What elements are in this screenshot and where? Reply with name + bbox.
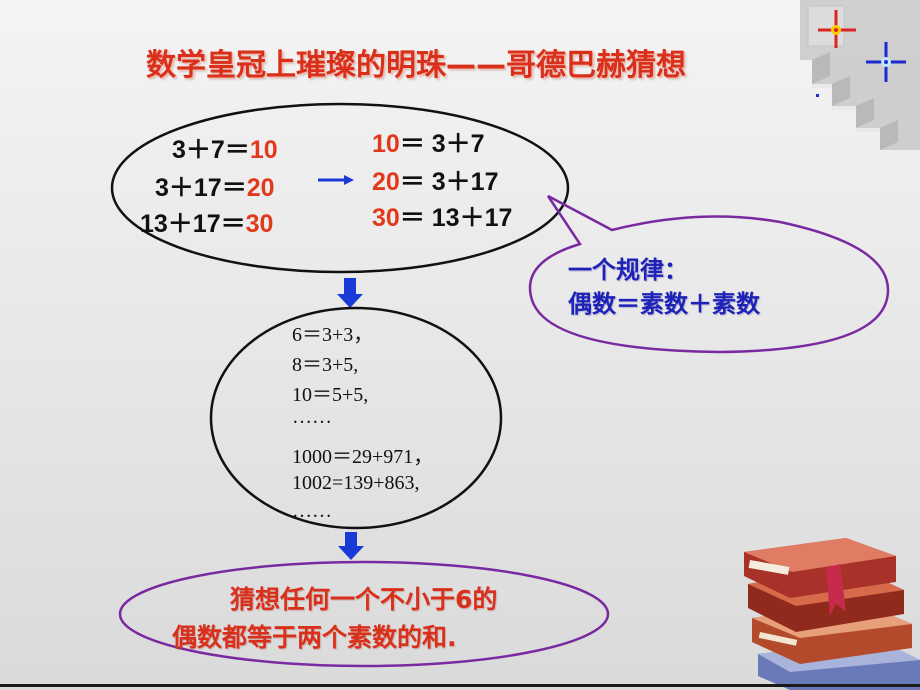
example-left-lhs: 3＋7＝ [172,136,250,164]
example-right-rhs: ＝ 13＋17 [399,204,513,232]
more-example-line: 1000＝29+971， [292,446,434,468]
more-example-line: 1002=139+863, [292,472,420,494]
bottom-border [0,684,920,687]
book-stack-icon [744,538,920,690]
example-right-rhs: ＝ 3＋7 [399,130,485,158]
example-right-row: 30＝ 13＋17 [372,198,512,234]
example-left-row: 13＋17＝30 [140,204,273,240]
example-right-row: 10＝ 3＋7 [372,124,485,160]
sparkle-dot [816,94,819,97]
staircase-decoration [800,0,920,150]
example-right-even: 10 [372,130,400,158]
example-left-result: 20 [246,174,275,202]
example-right-row: 20＝ 3＋17 [372,162,498,198]
arrow-down-icon [338,532,364,560]
more-example-line: 8＝3+5, [292,354,359,376]
example-right-even: 30 [372,204,400,232]
rule-statement: 偶数＝素数＋素数 [568,290,760,318]
example-left-result: 30 [245,210,274,238]
examples-oval [110,102,570,274]
sparkle-icon [866,42,906,82]
example-left-lhs: 13＋17＝ [140,210,246,238]
sparkle-icon [818,10,856,48]
slide-title: 数学皇冠上璀璨的明珠——哥德巴赫猜想 [146,48,686,83]
example-right-rhs: ＝ 3＋17 [399,168,499,196]
rule-heading: 一个规律： [568,256,688,284]
example-left-row: 3＋17＝20 [155,168,275,204]
arrow-right-icon [318,175,354,185]
more-examples-oval [209,306,503,530]
more-example-line: …… [292,500,332,522]
arrow-down-icon [337,278,363,308]
example-left-lhs: 3＋17＝ [155,174,247,202]
rule-bubble [528,194,890,354]
more-example-line: 10＝5+5, [292,384,369,406]
conjecture-line-1: 猜想任何一个不小于6的 [230,585,498,614]
example-left-result: 10 [249,136,278,164]
conjecture-oval [118,560,610,668]
more-example-line: …… [292,406,332,428]
example-right-even: 20 [372,168,400,196]
example-left-row: 3＋7＝10 [172,130,278,166]
more-example-line: 6＝3+3， [292,324,374,346]
conjecture-line-2: 偶数都等于两个素数的和. [172,623,457,652]
